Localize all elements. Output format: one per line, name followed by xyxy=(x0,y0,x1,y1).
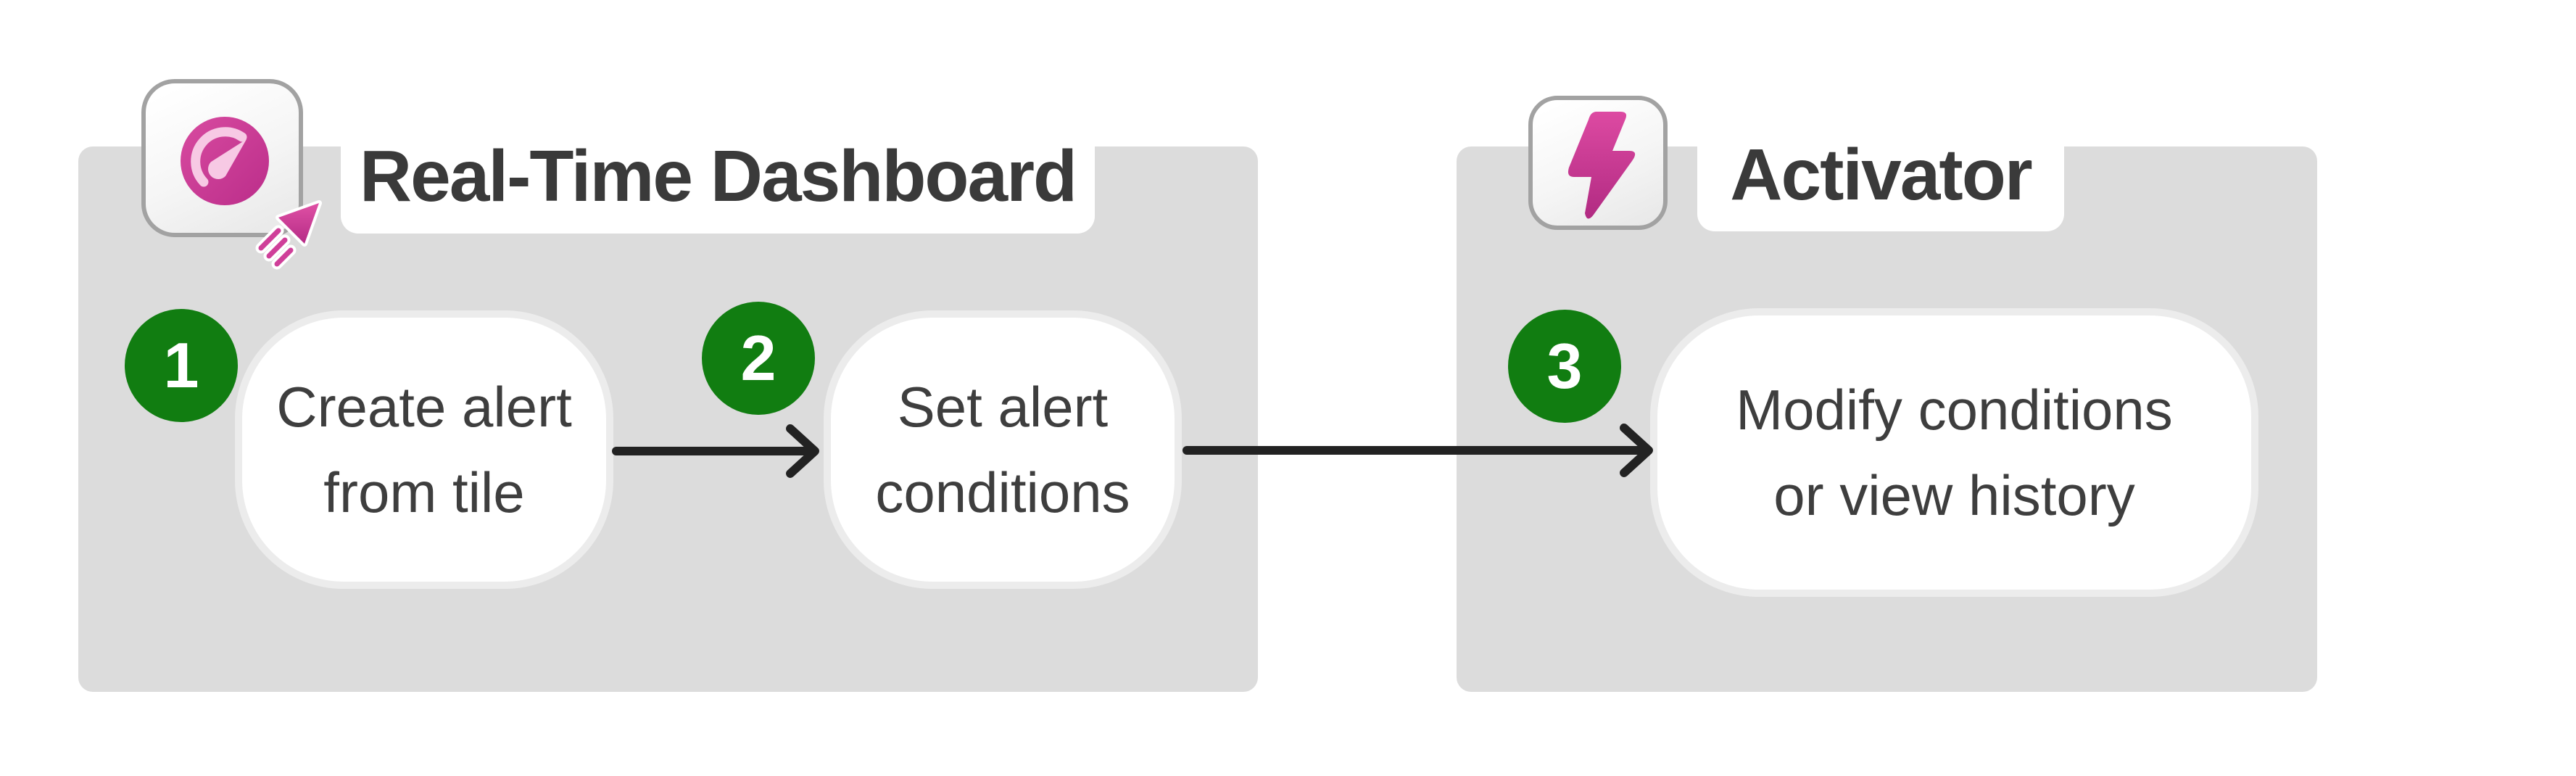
activator-icon xyxy=(1528,96,1668,230)
lightning-bolt-icon xyxy=(1567,112,1636,219)
step-box-create-alert: Create alert from tile xyxy=(235,310,613,589)
step-3-badge: 3 xyxy=(1508,310,1621,423)
step-box-modify-conditions: Modify conditions or view history xyxy=(1650,308,2258,597)
step-1-line-2: from tile xyxy=(323,461,525,524)
gauge-icon xyxy=(181,117,269,205)
dashboard-title-label: Real-Time Dashboard xyxy=(341,119,1095,234)
activator-title-label: Activator xyxy=(1697,119,2064,231)
dashboard-title: Real-Time Dashboard xyxy=(359,135,1077,217)
realtime-dashboard-icon xyxy=(141,79,303,237)
activator-title: Activator xyxy=(1730,134,2032,215)
step-1-line-1: Create alert xyxy=(276,375,572,439)
step-2-line-2: conditions xyxy=(875,461,1130,524)
step-box-set-conditions: Set alert conditions xyxy=(824,310,1182,589)
step-2-text: Set alert conditions xyxy=(875,364,1130,535)
launch-arrow-icon xyxy=(255,200,322,270)
step-3-text: Modify conditions or view history xyxy=(1736,367,2173,538)
step-2-badge: 2 xyxy=(702,302,815,415)
step-3-line-1: Modify conditions xyxy=(1736,378,2173,442)
step-1-badge: 1 xyxy=(125,309,238,422)
step-1-text: Create alert from tile xyxy=(276,364,572,535)
step-2-line-1: Set alert xyxy=(897,375,1109,439)
step-3-line-2: or view history xyxy=(1773,463,2135,527)
